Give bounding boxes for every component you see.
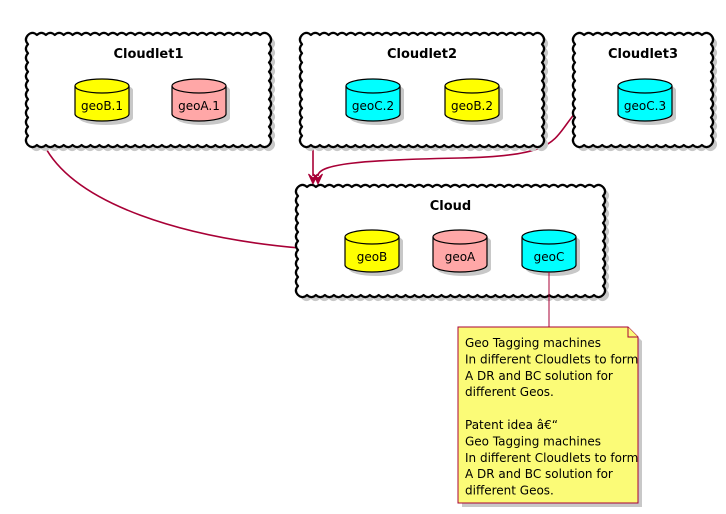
database-cylinder [345,78,401,122]
database-label: geoB.1 [81,99,123,113]
edge-cloudlet1-to-cloud [43,144,308,253]
clouds-layer: Cloudlet1 geoB.1 geoA.1 Cloudlet2 geoC.2 geoB… [24,31,718,302]
database-geoC: geoC [521,229,580,276]
note-line: Patent idea â€“ [465,418,558,432]
note-line: Geo Tagging machines [465,434,601,448]
note-body [457,326,639,504]
database-geoC-3: geoC.3 [617,78,676,125]
database-label: geoA.1 [178,99,220,113]
database-cylinder [171,78,227,122]
note-line: In different Cloudlets to form [465,352,638,366]
database-cylinder [444,78,500,122]
note-line: A DR and BC solution for [465,369,613,383]
database-label: geoA [445,250,476,264]
database-rim [617,85,673,94]
node-cloudlet1: Cloudlet1 geoB.1 geoA.1 [24,31,276,152]
edge-line [317,111,577,177]
note: Geo Tagging machines In different Cloudle… [457,272,642,507]
database-label: geoC.2 [352,99,394,113]
database-cylinder [432,229,488,273]
arrowhead-icon [313,173,323,186]
database-geoB: geoB [344,229,403,276]
database-rim [444,85,500,94]
database-geoB-2: geoB.2 [444,78,503,125]
database-cylinder [617,78,673,122]
note-line: Geo Tagging machines [465,336,601,350]
note-fold-corner [627,327,638,338]
note-line: In different Cloudlets to form [465,451,638,465]
node-cloudlet3: Cloudlet3 geoC.3 [571,31,718,152]
note-line: A DR and BC solution for [465,467,613,481]
database-rim [74,85,130,94]
database-rim [171,85,227,94]
cloudlet1-title: Cloudlet1 [113,47,183,62]
database-rim [432,236,488,245]
database-cylinder [521,229,577,273]
database-label: geoB.2 [451,99,493,113]
database-cylinder [74,78,130,122]
database-rim [521,236,577,245]
database-geoC-2: geoC.2 [345,78,404,125]
note-line: different Geos. [465,484,554,498]
node-cloudlet2: Cloudlet2 geoC.2 geoB.2 [298,31,549,152]
database-geoA: geoA [432,229,491,276]
database-rim [345,85,401,94]
cloud-title: Cloud [430,199,472,214]
cloudlet3-title: Cloudlet3 [608,47,678,62]
edge-cloudlet3-to-cloud [313,111,577,186]
node-cloud: Cloud geoB geoA geoC [294,183,610,302]
database-label: geoB [357,250,388,264]
database-label: geoC [534,250,565,264]
database-geoA-1: geoA.1 [171,78,230,125]
note-layer: Geo Tagging machines In different Cloudle… [457,272,642,507]
note-line: different Geos. [465,385,554,399]
database-label: geoC.3 [624,99,666,113]
edge-line [43,144,301,249]
database-cylinder [344,229,400,273]
database-rim [344,236,400,245]
cloudlet2-title: Cloudlet2 [387,47,457,62]
database-geoB-1: geoB.1 [74,78,133,125]
